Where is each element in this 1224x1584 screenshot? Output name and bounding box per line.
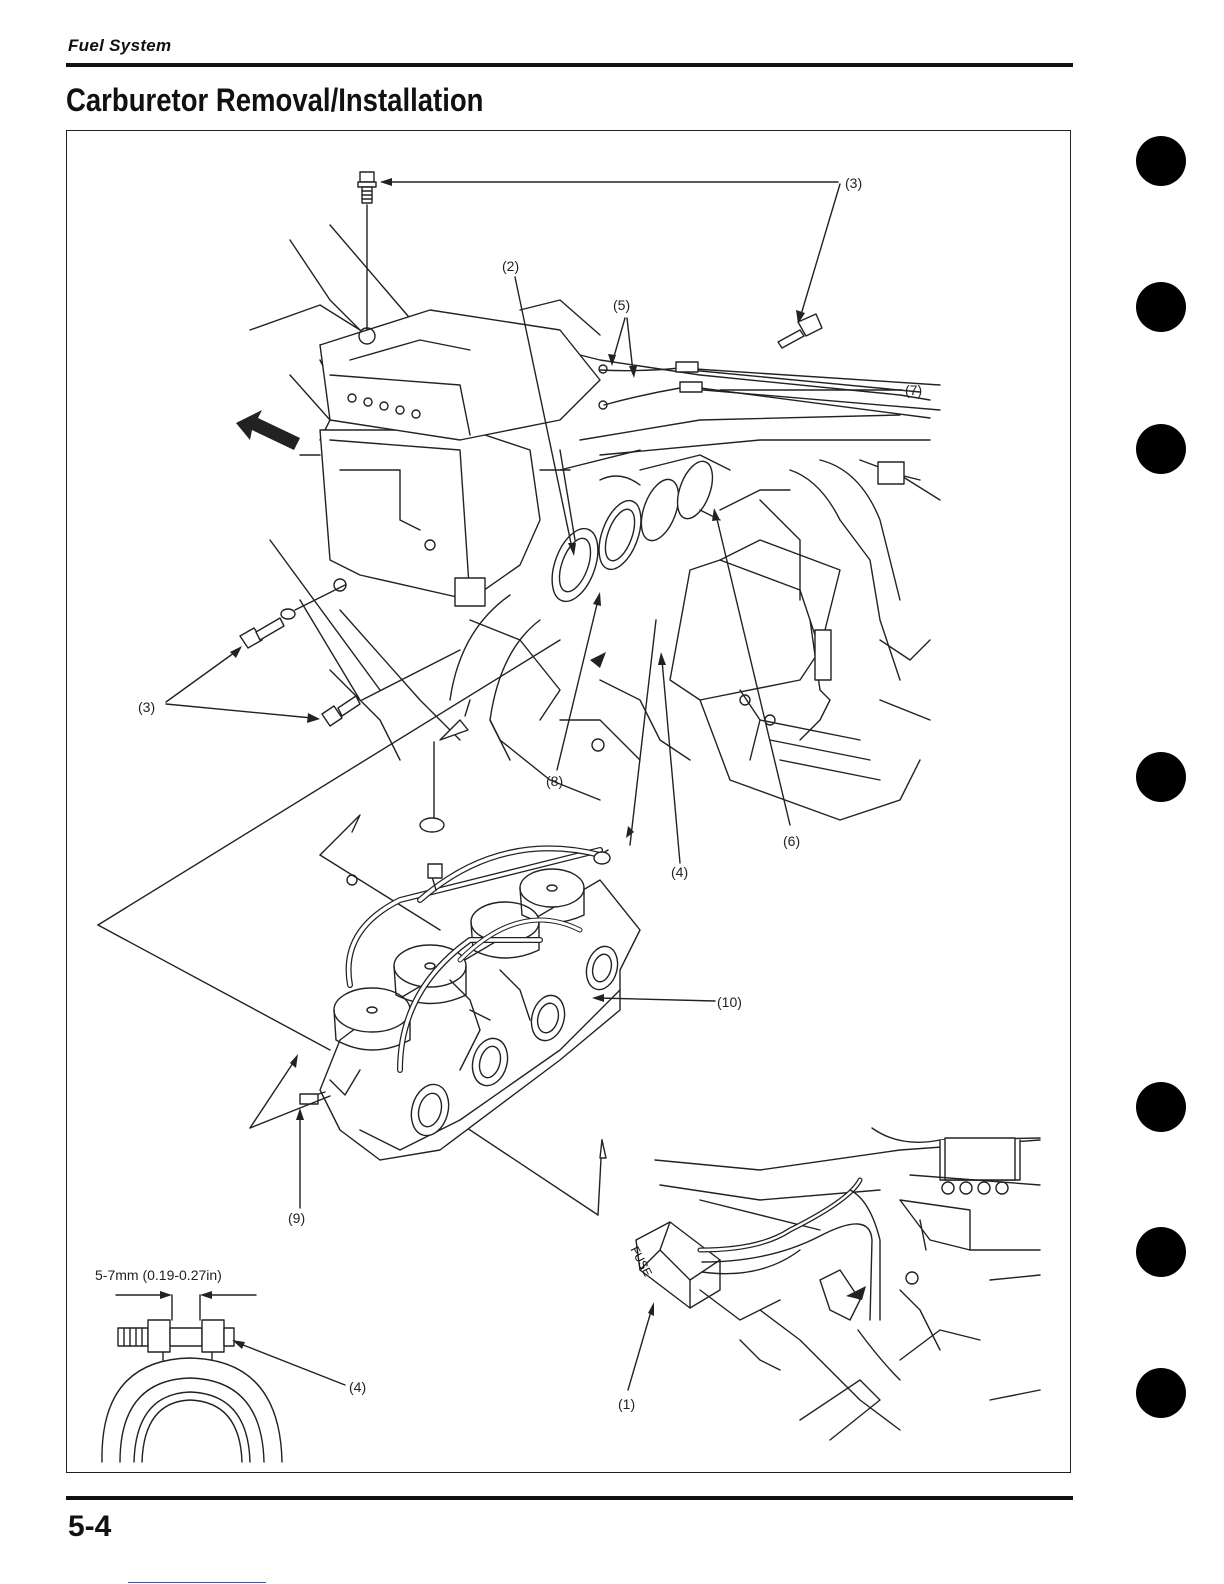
page-number: 5-4 [68,1510,111,1544]
binder-hole-2 [1136,282,1186,332]
clamp-dimension-label: 5-7mm (0.19-0.27in) [95,1267,222,1283]
callout-10: (10) [717,995,742,1009]
fuse-connector-inset [636,1128,1040,1440]
callout-1: (1) [618,1397,635,1411]
carburetor-assembly [300,848,640,1160]
bolt-left-upper-icon [240,609,295,648]
bolt-top-icon [358,172,376,330]
direction-arrow-icon [236,410,300,450]
binder-hole-4 [1136,752,1186,802]
callout-3-top: (3) [845,176,862,190]
bolt-left-lower-icon [322,696,360,726]
callout-5: (5) [613,298,630,312]
binder-hole-6 [1136,1227,1186,1277]
callout-8: (8) [546,774,563,788]
binder-hole-5 [1136,1082,1186,1132]
binder-hole-1 [1136,136,1186,186]
clip-ring-icon [420,818,444,832]
link-underline [128,1582,266,1583]
binder-hole-7 [1136,1368,1186,1418]
callout-9: (9) [288,1211,305,1225]
callout-6: (6) [783,834,800,848]
callout-2: (2) [502,259,519,273]
callout-3-left: (3) [138,700,155,714]
callout-4-inset: (4) [349,1380,366,1394]
clamp-dimension-inset [102,1291,282,1462]
footer-rule [66,1496,1073,1500]
binder-hole-3 [1136,424,1186,474]
callout-7: (7) [905,383,922,397]
callout-4-center: (4) [671,865,688,879]
